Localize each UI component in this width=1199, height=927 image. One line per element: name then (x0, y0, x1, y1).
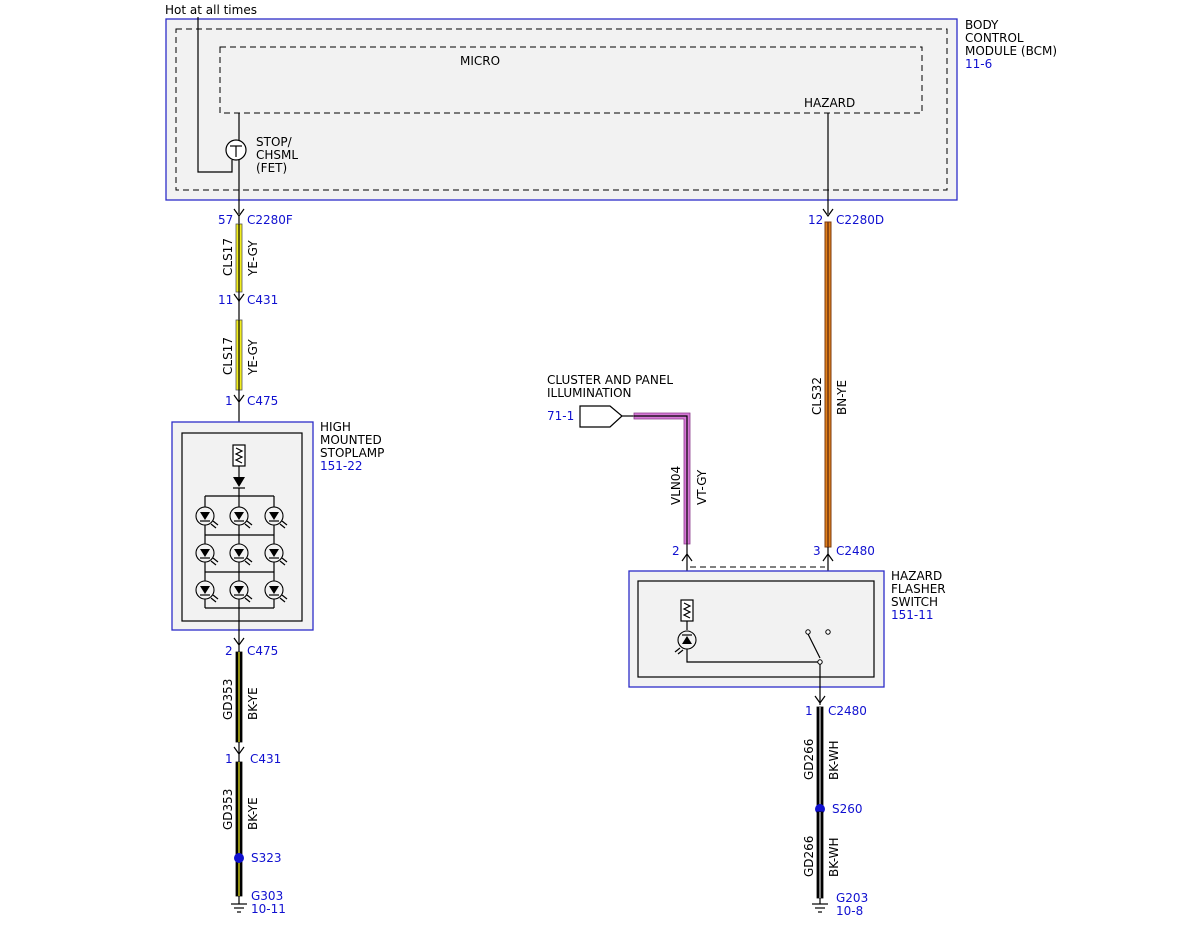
c431-pin-top: 11 (218, 293, 233, 307)
c2480-pin1: 1 (805, 704, 813, 718)
stoplamp-diode-icon (233, 477, 245, 487)
bcm-dashed-boundary (175, 28, 948, 191)
led-icon (264, 580, 288, 603)
led-icon (195, 580, 219, 603)
cluster-ref-link[interactable]: 71-1 (547, 409, 574, 423)
stoplamp-label-line2: MOUNTED (320, 433, 382, 447)
led-icon (195, 543, 219, 566)
led-icon (229, 506, 253, 529)
micro-dashed-boundary (219, 46, 923, 114)
hazard-switch-inner (637, 580, 875, 678)
wire-cls17-upper-circuit: CLS17 (221, 238, 235, 276)
wire-gd353-lower-color: BK-YE (246, 797, 260, 830)
splice-s260-label[interactable]: S260 (832, 802, 863, 816)
hazard-label: HAZARD (804, 96, 855, 110)
wire-vln04-color: VT-GY (695, 469, 709, 505)
c2280d-pin: 12 (808, 213, 823, 227)
ground-g303-ref-link[interactable]: 10-11 (251, 902, 286, 916)
c475-pin-bottom: 2 (225, 644, 233, 658)
hazard-switch-label-line1: HAZARD (891, 569, 942, 583)
wire-gd353-upper-color: BK-YE (246, 687, 260, 720)
wire-cls17-upper-color: YE-GY (246, 240, 260, 277)
cluster-label-line2: ILLUMINATION (547, 386, 632, 400)
ground-g303-link[interactable]: G303 (251, 889, 283, 903)
wire-cls32-circuit: CLS32 (810, 377, 824, 415)
bcm-name-line3: MODULE (BCM) (965, 44, 1057, 58)
hot-at-all-times-label: Hot at all times (165, 3, 257, 17)
wire-cls17-lower-circuit: CLS17 (221, 337, 235, 375)
c2280d-connector-link[interactable]: C2280D (836, 213, 884, 227)
led-icon (264, 543, 288, 566)
stoplamp-label-line1: HIGH (320, 420, 351, 434)
wire-cls17-lower-color: YE-GY (246, 339, 260, 376)
led-icon (264, 506, 288, 529)
wire-gd266-upper-circuit: GD266 (802, 739, 816, 780)
wire-gd353-lower-circuit: GD353 (221, 789, 235, 830)
splice-s323-label[interactable]: S323 (251, 851, 282, 865)
wire-cls32-color: BN-YE (835, 380, 849, 415)
bcm-name-line1: BODY (965, 18, 999, 32)
wire-gd266-lower-circuit: GD266 (802, 836, 816, 877)
wire-gd266-upper-color: BK-WH (827, 740, 841, 780)
c475-pin-top: 1 (225, 394, 233, 408)
fet-label-line3: (FET) (256, 161, 287, 175)
c475-connector-link-top[interactable]: C475 (247, 394, 278, 408)
micro-label: MICRO (460, 54, 500, 68)
cluster-label-line1: CLUSTER AND PANEL (547, 373, 673, 387)
ground-g203-link[interactable]: G203 (836, 891, 868, 905)
bcm-name-line2: CONTROL (965, 31, 1024, 45)
hazard-switch-label-line2: FLASHER (891, 582, 946, 596)
stoplamp-ref-link[interactable]: 151-22 (320, 459, 363, 473)
led-icon (195, 506, 219, 529)
wire-vln04[interactable] (633, 412, 691, 545)
wire-gd266-lower-color: BK-WH (827, 837, 841, 877)
c475-connector-link-bottom[interactable]: C475 (247, 644, 278, 658)
hot-feed-line (197, 17, 226, 173)
c2480-connector-link-pin1[interactable]: C2480 (828, 704, 867, 718)
c431-pin-bottom: 1 (225, 752, 233, 766)
connector-arrow-c2480-pin1 (814, 695, 826, 705)
fet-label-line1: STOP/ (256, 135, 293, 149)
c431-connector-link-top[interactable]: C431 (247, 293, 278, 307)
c2480-pin2: 2 (672, 544, 680, 558)
c2280f-connector-link[interactable]: C2280F (247, 213, 293, 227)
ground-icon (231, 903, 247, 913)
c2480-pin3: 3 (813, 544, 821, 558)
cluster-connector-icon (579, 405, 623, 428)
hazard-switch-label-line3: SWITCH (891, 595, 938, 609)
stoplamp-label-line3: STOPLAMP (320, 446, 384, 460)
hazard-switch-ref-link[interactable]: 151-11 (891, 608, 934, 622)
c2480-connector-link-pin3[interactable]: C2480 (836, 544, 875, 558)
led-icon (229, 543, 253, 566)
bcm-box (165, 18, 958, 201)
connector-arrow-c2280d (822, 208, 834, 218)
c431-connector-link-bottom[interactable]: C431 (250, 752, 281, 766)
wire-vln04-circuit: VLN04 (669, 466, 683, 505)
ground-icon (812, 903, 828, 913)
fet-label-line2: CHSML (256, 148, 298, 162)
c2280f-pin: 57 (218, 213, 233, 227)
splice-s323[interactable] (234, 853, 244, 863)
led-icon (229, 580, 253, 603)
wire-gd353-upper-circuit: GD353 (221, 679, 235, 720)
bcm-ref-link[interactable]: 11-6 (965, 57, 992, 71)
splice-s260[interactable] (815, 804, 825, 814)
ground-g203-ref-link[interactable]: 10-8 (836, 904, 863, 918)
